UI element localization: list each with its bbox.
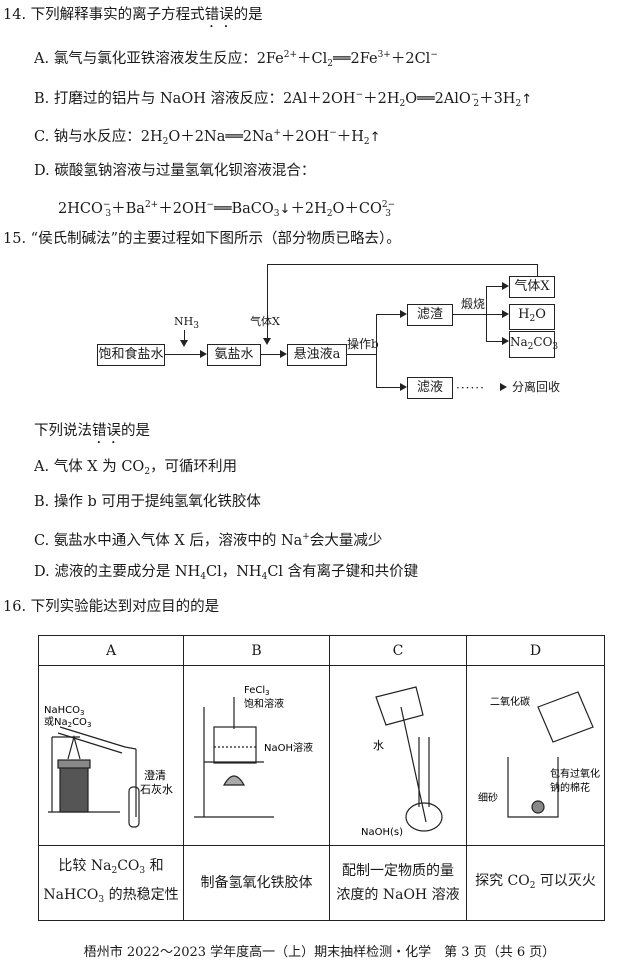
figure-d-co2-apparatus: 二氧化碳 细砂 包有过氧化 钠的棉花 — [478, 691, 600, 818]
header-b: B — [183, 635, 330, 666]
label-naoh-solution: NaOH溶液 — [264, 741, 313, 754]
experiment-table: A B C D 比较 Na2CO3 和 NaHCO3 的热稳定性 制备氢氧化铁胶… — [38, 635, 605, 921]
label-cotton-1: 包有过氧化 — [550, 767, 600, 780]
figure-cell-a — [38, 665, 184, 846]
gas-up-arrow-icon: ↑ — [369, 130, 381, 145]
box-sodium-carbonate: Na2CO3 — [509, 331, 558, 358]
caption-b: 制备氢氧化铁胶体 — [183, 845, 330, 921]
label-water: 水 — [373, 739, 384, 752]
q14-emphasis: 错误 — [204, 7, 234, 23]
q15-stem: 15. “侯氏制碱法”的主要过程如下图所示（部分物质已略去）。 — [3, 231, 401, 247]
q15-option-a: A. 气体 X 为 CO2，可循环利用 — [34, 459, 238, 477]
header-d: D — [466, 635, 605, 666]
q15-option-d: D. 滤液的主要成分是 NH4Cl，NH4Cl 含有离子键和共价键 — [34, 564, 419, 582]
precipitate-down-arrow-icon: ↓ — [279, 202, 291, 217]
label-naoh-solid: NaOH(s) — [361, 827, 403, 838]
q14-option-b: B. 打磨过的铝片与 NaOH 溶液反应：2Al＋2OH−＋2H2O══2AlO… — [34, 90, 533, 109]
q15-option-b: B. 操作 b 可用于提纯氢氧化铁胶体 — [34, 494, 261, 510]
recover-label: 分离回收 — [512, 380, 561, 394]
label-fecl3: FeCl3 — [244, 685, 270, 697]
label-limewater-1: 澄清 — [144, 768, 166, 782]
figure-c-volumetric-flask: 水 NaOH(s) — [361, 686, 443, 838]
gas-x-in-label: 气体X — [250, 315, 280, 328]
caption-d: 探究 CO2 可以灭火 — [466, 845, 605, 921]
q14-option-d: D. 碳酸氢钠溶液与过量氢氧化钡溶液混合： — [34, 163, 316, 179]
figure-cell-d — [466, 665, 605, 846]
q14-option-a: A. 氯气与氯化亚铁溶液发生反应：2Fe2+＋Cl2══2Fe3+＋2Cl− — [34, 50, 438, 69]
label-cotton-2: 钠的棉花 — [550, 781, 590, 794]
gas-up-arrow-icon: ↑ — [521, 92, 533, 107]
box-gas-x: 气体X — [509, 276, 555, 298]
header-c: C — [329, 635, 467, 666]
figure-cell-c — [329, 665, 467, 846]
label-saturated-solution: 饱和溶液 — [244, 697, 284, 710]
operation-b-label: 操作b — [347, 337, 379, 351]
box-suspension: 悬浊液a — [287, 344, 347, 366]
calcine-label: 煅烧 — [461, 297, 486, 311]
figure-a-heating-apparatus: NaHCO3 或Na2CO3 澄清 石灰水 — [44, 705, 173, 828]
label-limewater-2: 石灰水 — [140, 782, 173, 796]
box-water: H2O — [509, 304, 555, 330]
figure-b-colloid-apparatus: FeCl3 饱和溶液 NaOH溶液 — [194, 685, 313, 818]
header-a: A — [38, 635, 184, 666]
q16-stem: 16. 下列实验能达到对应目的的是 — [3, 599, 220, 615]
nh3-label: NH3 — [174, 315, 199, 332]
q14-stem: 14. 下列解释事实的离子方程式错误的是 — [3, 7, 263, 23]
q15-option-c: C. 氨盐水中通入气体 X 后，溶液中的 Na+会大量减少 — [34, 532, 383, 549]
caption-c: 配制一定物质的量浓度的 NaOH 溶液 — [329, 845, 467, 921]
q15-question: 下列说法错误的是 — [34, 423, 150, 439]
box-saturated-brine: 饱和食盐水 — [97, 344, 165, 366]
label-sand: 细砂 — [478, 791, 498, 804]
box-residue: 滤渣 — [407, 304, 453, 326]
label-na2co3: 或Na2CO3 — [44, 716, 91, 729]
box-ammonia-brine: 氨盐水 — [207, 344, 261, 366]
label-co2: 二氧化碳 — [490, 695, 530, 708]
box-filtrate: 滤液 — [407, 377, 453, 399]
caption-a: 比较 Na2CO3 和 NaHCO3 的热稳定性 — [38, 845, 184, 921]
q14-option-d-equation: 2HCO−3＋Ba2+＋2OH−══BaCO3↓＋2H2O＋CO2−3 — [58, 200, 396, 219]
page-footer: 梧州市 2022～2023 学年度高一（上）期末抽样检测・化学 第 3 页（共 … — [83, 945, 556, 960]
label-nahco3: NaHCO3 — [44, 705, 84, 717]
q14-option-c: C. 钠与水反应：2H2O＋2Na══2Na+＋2OH−＋H2↑ — [34, 128, 381, 147]
